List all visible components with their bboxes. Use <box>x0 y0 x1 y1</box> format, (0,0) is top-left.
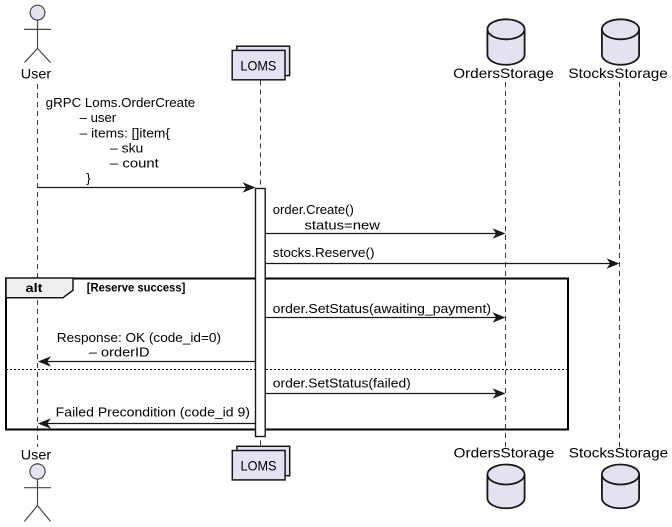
svg-text:order.Create(): order.Create() <box>273 202 354 217</box>
svg-text:– items: []item{: – items: []item{ <box>80 125 171 140</box>
svg-text:LOMS: LOMS <box>240 58 276 74</box>
svg-text:LOMS: LOMS <box>241 458 277 474</box>
svg-text:StocksStorage: StocksStorage <box>568 65 668 81</box>
svg-text:status=new: status=new <box>305 217 381 232</box>
svg-text:order.SetStatus(failed): order.SetStatus(failed) <box>273 376 411 391</box>
svg-text:– count: – count <box>110 155 159 170</box>
svg-text:order.SetStatus(awaiting_payme: order.SetStatus(awaiting_payment) <box>273 301 491 316</box>
svg-text:[Reserve success]: [Reserve success] <box>87 281 186 295</box>
svg-text:– sku: – sku <box>110 140 143 155</box>
svg-text:– orderID: – orderID <box>89 344 150 359</box>
svg-text:User: User <box>21 446 52 462</box>
svg-text:OrdersStorage: OrdersStorage <box>454 445 555 461</box>
svg-text:OrdersStorage: OrdersStorage <box>453 65 554 81</box>
svg-text:Failed Precondition (code_id 9: Failed Precondition (code_id 9) <box>56 405 250 420</box>
svg-text:gRPC Loms.OrderCreate: gRPC Loms.OrderCreate <box>46 95 195 110</box>
svg-text:stocks.Reserve(): stocks.Reserve() <box>273 245 375 260</box>
svg-text:– user: – user <box>80 110 117 125</box>
svg-text:Response: OK (code_id=0): Response: OK (code_id=0) <box>57 330 221 345</box>
svg-text:User: User <box>21 65 52 81</box>
svg-text:StocksStorage: StocksStorage <box>569 445 669 461</box>
svg-text:alt: alt <box>26 281 43 295</box>
svg-text:}: } <box>86 171 91 186</box>
